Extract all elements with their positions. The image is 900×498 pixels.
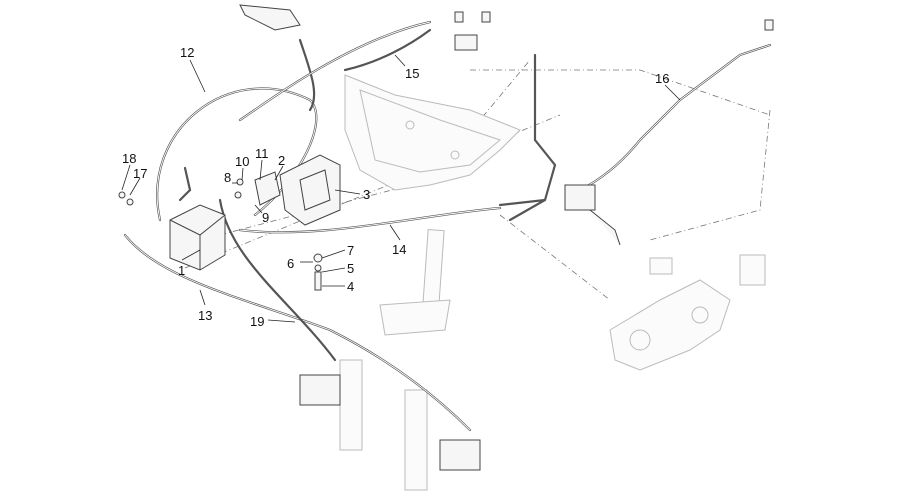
callout-4: 4 — [347, 279, 354, 294]
callout-18: 18 — [122, 151, 136, 166]
hose-junction — [454, 34, 478, 51]
callout-5: 5 — [347, 261, 354, 276]
fasteners — [118, 11, 774, 291]
callout-6: 6 — [287, 256, 294, 271]
callout-11: 11 — [255, 146, 269, 161]
rear-master-cylinder — [564, 184, 621, 246]
callout-10: 10 — [235, 154, 249, 169]
callout-9: 9 — [262, 210, 269, 225]
front-fork — [299, 229, 481, 491]
callout-17: 17 — [133, 166, 147, 181]
callout-7: 7 — [347, 243, 354, 258]
assembly-reference-lines — [169, 59, 771, 301]
callout-12: 12 — [180, 45, 194, 60]
frame-outline — [344, 74, 521, 191]
callout-13: 13 — [198, 308, 212, 323]
callout-16: 16 — [655, 71, 669, 86]
callout-19: 19 — [250, 314, 264, 329]
callout-15: 15 — [405, 66, 419, 81]
callout-14: 14 — [392, 242, 406, 257]
callout-8: 8 — [224, 170, 231, 185]
callout-3: 3 — [363, 187, 370, 202]
abs-modulator — [169, 204, 226, 271]
callout-1: 1 — [178, 263, 185, 278]
rear-swingarm-assembly — [609, 254, 766, 371]
leader-lines — [121, 54, 681, 323]
callout-labels: 1 2 3 4 5 6 7 8 9 10 11 12 13 14 15 16 1… — [122, 45, 669, 329]
abs-bracket — [254, 154, 341, 226]
master-cylinder-front — [239, 4, 301, 31]
callout-2: 2 — [278, 153, 285, 168]
